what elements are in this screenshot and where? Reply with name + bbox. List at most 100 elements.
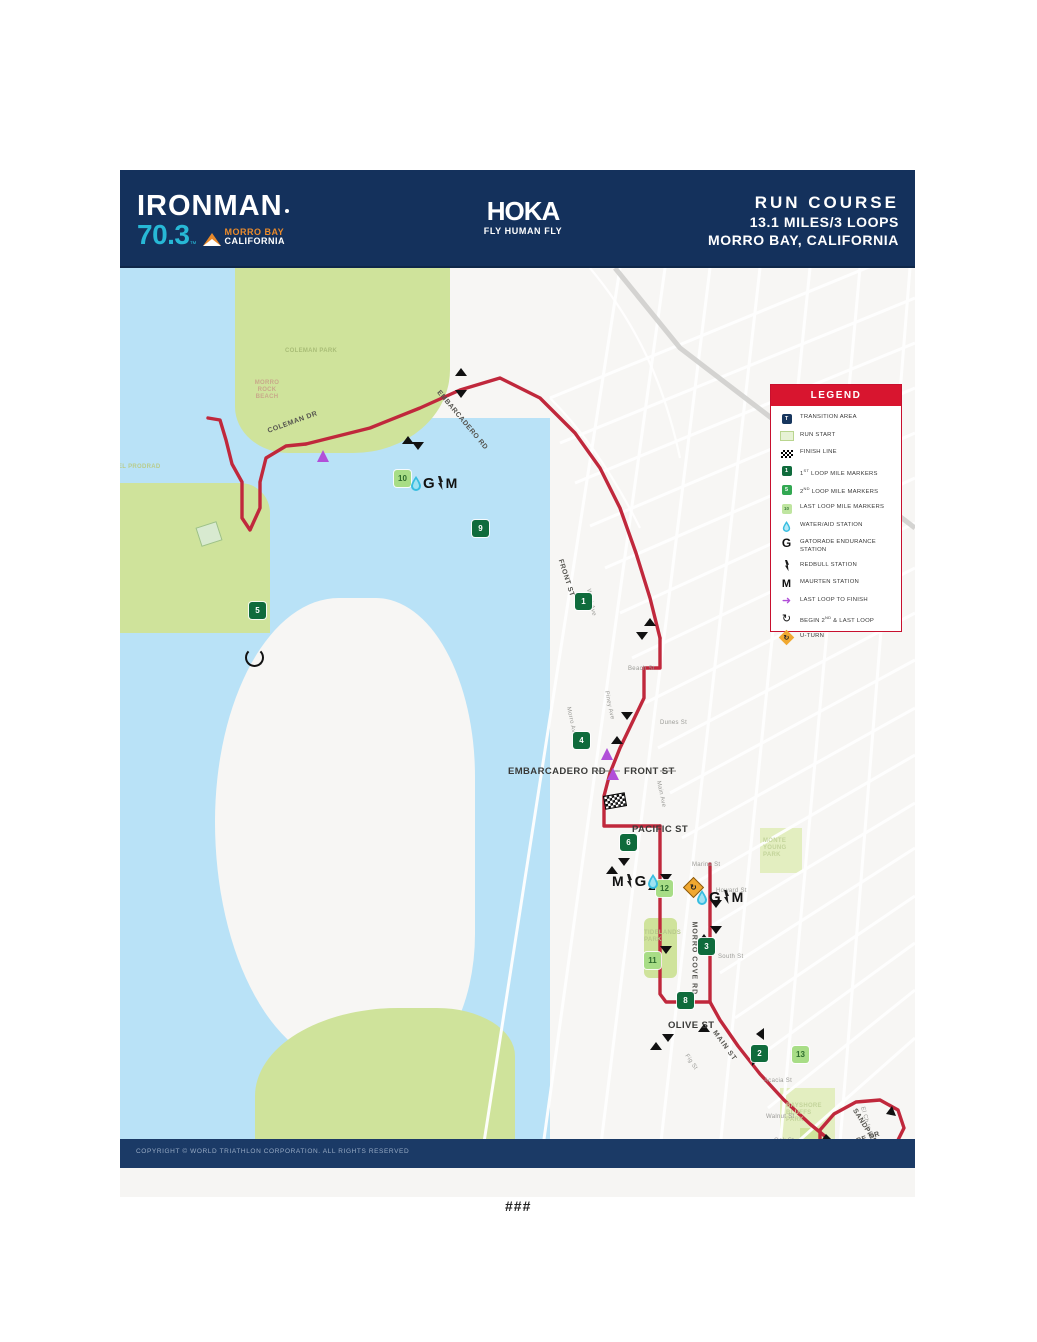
race-course-poster: IRONMAN 70.3 ™ MORRO BAY CALIFORNIA HOKA…: [120, 170, 915, 1197]
finish-line-icon: [778, 448, 795, 459]
station-cluster-morro-ave[interactable]: M G: [612, 874, 659, 889]
gatorade-endurance-station-icon: G: [709, 888, 721, 906]
legend-item-redbull-station[interactable]: REDBULL STATION: [778, 560, 895, 572]
legend-item-second-loop-markers[interactable]: 5 2ND LOOP MILE MARKERS: [778, 484, 895, 496]
bay-channel-water: [120, 268, 180, 1168]
map-label-pacific-st: PACIFIC ST: [632, 824, 689, 835]
u-turn-icon: ↻: [778, 630, 795, 646]
legend-label: TRANSITION AREA: [800, 414, 857, 420]
legend-item-finish-line[interactable]: FINISH LINE: [778, 448, 895, 459]
run-start-icon: [778, 431, 795, 442]
map-label-dunes-st: Dunes St: [660, 720, 688, 726]
map-label-acacia-st: Acacia St: [764, 1078, 793, 1084]
redbull-station-icon: [778, 560, 795, 572]
land-west: [120, 483, 270, 633]
map-label-howard-st: Howard St: [716, 888, 747, 894]
sandspit-land: [215, 598, 475, 1068]
legend-label: GATORADE ENDURANCE STATION: [800, 539, 876, 553]
mile-marker-3[interactable]: 3: [698, 938, 715, 955]
hoka-tagline: FLY HUMAN FLY: [483, 226, 563, 236]
mile-marker-4[interactable]: 4: [573, 732, 590, 749]
hoka-wordmark: HOKA: [486, 196, 561, 226]
legend-label: WATER/AID STATION: [800, 521, 863, 528]
mile-marker-1[interactable]: 1: [575, 593, 592, 610]
legend-label: 1ST LOOP MILE MARKERS: [800, 467, 878, 477]
map-label-front-st-callout: FRONT ST: [624, 766, 675, 777]
ironman-location-line2: CALIFORNIA: [224, 236, 285, 246]
legend-item-first-loop-markers[interactable]: 1 1ST LOOP MILE MARKERS: [778, 466, 895, 478]
legend-item-gatorade-station[interactable]: G GATORADE ENDURANCE STATION: [778, 536, 895, 554]
last-loop-to-finish-arrows: [317, 450, 619, 780]
mile-marker-2[interactable]: 2: [751, 1045, 768, 1062]
last-loop-to-finish-icon: ➜: [781, 594, 792, 607]
ironman-series-label: 70.3: [137, 219, 190, 250]
redbull-station-icon: [723, 890, 729, 904]
legend-item-transition-area[interactable]: T TRANSITION AREA: [778, 413, 895, 424]
mile-marker-11[interactable]: 11: [644, 952, 661, 969]
mile-marker-12[interactable]: 12: [656, 880, 673, 897]
ironman-wordmark: IRONMAN: [137, 192, 367, 221]
legend-item-last-loop-to-finish[interactable]: ➜ LAST LOOP TO FINISH: [778, 594, 895, 607]
legend-item-begin-second-and-last-loop[interactable]: ↻ BEGIN 2ND & LAST LOOP: [778, 613, 895, 625]
legend-label: LAST LOOP MILE MARKERS: [800, 504, 885, 511]
mile-marker-13[interactable]: 13: [792, 1046, 809, 1063]
map-label-coleman-park: COLEMAN PARK: [285, 348, 338, 354]
station-cluster-embarcadero[interactable]: G M: [410, 476, 457, 491]
station-cluster-howard-st[interactable]: G M: [696, 890, 743, 905]
mile-marker-8[interactable]: 8: [677, 992, 694, 1009]
legend-item-run-start[interactable]: RUN START: [778, 431, 895, 442]
water-aid-station-icon: [411, 476, 421, 491]
legend-panel: LEGEND T TRANSITION AREA RUN START FINIS…: [770, 384, 902, 646]
legend-item-u-turn[interactable]: ↻ U-TURN: [778, 630, 895, 646]
redbull-station-icon: [626, 874, 632, 888]
legend-label: U-TURN: [800, 633, 825, 640]
ironman-logo: IRONMAN 70.3 ™ MORRO BAY CALIFORNIA: [137, 192, 367, 250]
legend-label: LAST LOOP TO FINISH: [800, 596, 868, 603]
course-title-block: RUN COURSE 13.1 MILES/3 LOOPS MORRO BAY,…: [708, 192, 899, 249]
begin-loop-marker[interactable]: [245, 648, 264, 667]
map-label-marina-st: Marina St: [692, 862, 721, 868]
street-grid: [478, 268, 915, 1168]
course-map[interactable]: COLEMAN PARK MORRO ROCK BEACH EL PRODRAD…: [120, 268, 915, 1168]
mile-marker-9[interactable]: 9: [472, 520, 489, 537]
trademark-icon: ™: [189, 241, 197, 248]
mile-marker-6[interactable]: 6: [620, 834, 637, 851]
mile-marker-10[interactable]: 10: [394, 470, 411, 487]
legend-item-maurten-station[interactable]: M MAURTEN STATION: [778, 578, 895, 589]
poster-footer: COPYRIGHT © WORLD TRIATHLON CORPORATION.…: [120, 1139, 915, 1168]
ironman-location: MORRO BAY CALIFORNIA: [225, 228, 286, 246]
map-label-south-st: South St: [718, 954, 744, 960]
ironman-dot: [284, 209, 289, 213]
map-label-el-prodrad: EL PRODRAD: [120, 464, 161, 470]
legend-label: MAURTEN STATION: [800, 579, 860, 586]
mile-marker-5[interactable]: 5: [249, 602, 266, 619]
course-location: MORRO BAY, CALIFORNIA: [708, 232, 899, 248]
ironman-wordmark-text: IRONMAN: [137, 190, 283, 222]
ironman-subrow: 70.3 ™ MORRO BAY CALIFORNIA: [137, 219, 367, 250]
maurten-station-icon: M: [445, 475, 458, 491]
legend-item-water-aid-station[interactable]: WATER/AID STATION: [778, 520, 895, 532]
legend-title: LEGEND: [771, 385, 901, 406]
legend-label: REDBULL STATION: [800, 561, 857, 568]
map-label-walnut-st: Walnut St: [766, 1114, 795, 1120]
hoka-logo: HOKA FLY HUMAN FLY: [468, 198, 578, 236]
map-label-tidelands-park: TIDELANDS PARK: [644, 930, 682, 943]
legend-label: BEGIN 2ND & LAST LOOP: [800, 615, 875, 625]
gatorade-endurance-station-icon: G: [781, 536, 792, 551]
monte-young-park-green: [760, 828, 802, 873]
poster-header: IRONMAN 70.3 ™ MORRO BAY CALIFORNIA HOKA…: [120, 170, 915, 268]
water-aid-station-icon: [778, 520, 795, 532]
map-label-embarcadero-rd-callout: EMBARCADERO RD: [508, 766, 606, 777]
page-title: RUN COURSE: [754, 193, 899, 212]
legend-label: FINISH LINE: [800, 449, 837, 455]
second-loop-mile-marker-icon: 5: [778, 484, 795, 495]
legend-item-last-loop-markers[interactable]: 10 LAST LOOP MILE MARKERS: [778, 503, 895, 514]
map-label-monte-young-park: MONTE YOUNG PARK: [763, 838, 787, 858]
begin-second-and-last-loop-icon: ↻: [781, 612, 792, 625]
water-aid-station-icon: [648, 874, 659, 889]
redbull-station-icon: [437, 476, 443, 490]
map-label-morro-rock-beach: MORRO ROCK BEACH: [254, 380, 280, 400]
water-aid-station-icon: [697, 890, 707, 905]
legend-glyph: 5: [781, 484, 792, 495]
map-label-bayshore-bluffs-park: BAYSHORE BLUFFS PARK: [786, 1103, 822, 1123]
